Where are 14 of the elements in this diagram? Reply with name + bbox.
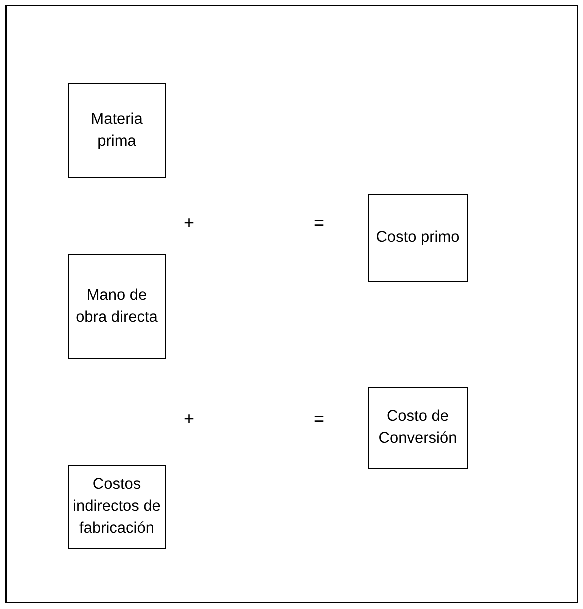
operator-sign: + — [184, 409, 195, 430]
box-label: Costo de Conversión — [378, 407, 458, 449]
process-box — [68, 254, 166, 359]
box-label: Mano de obra directa — [75, 286, 159, 328]
operator-sign: = — [314, 213, 325, 234]
process-box — [368, 387, 468, 469]
box-label: Materia prima — [90, 110, 144, 152]
process-box — [368, 194, 468, 282]
operator-sign: = — [314, 409, 325, 430]
box-label: Costo primo — [375, 228, 461, 248]
box-label: Costos indirectos de fabricación — [72, 475, 162, 539]
operator-sign: + — [184, 213, 195, 234]
process-box — [68, 465, 166, 549]
process-box — [68, 83, 166, 178]
